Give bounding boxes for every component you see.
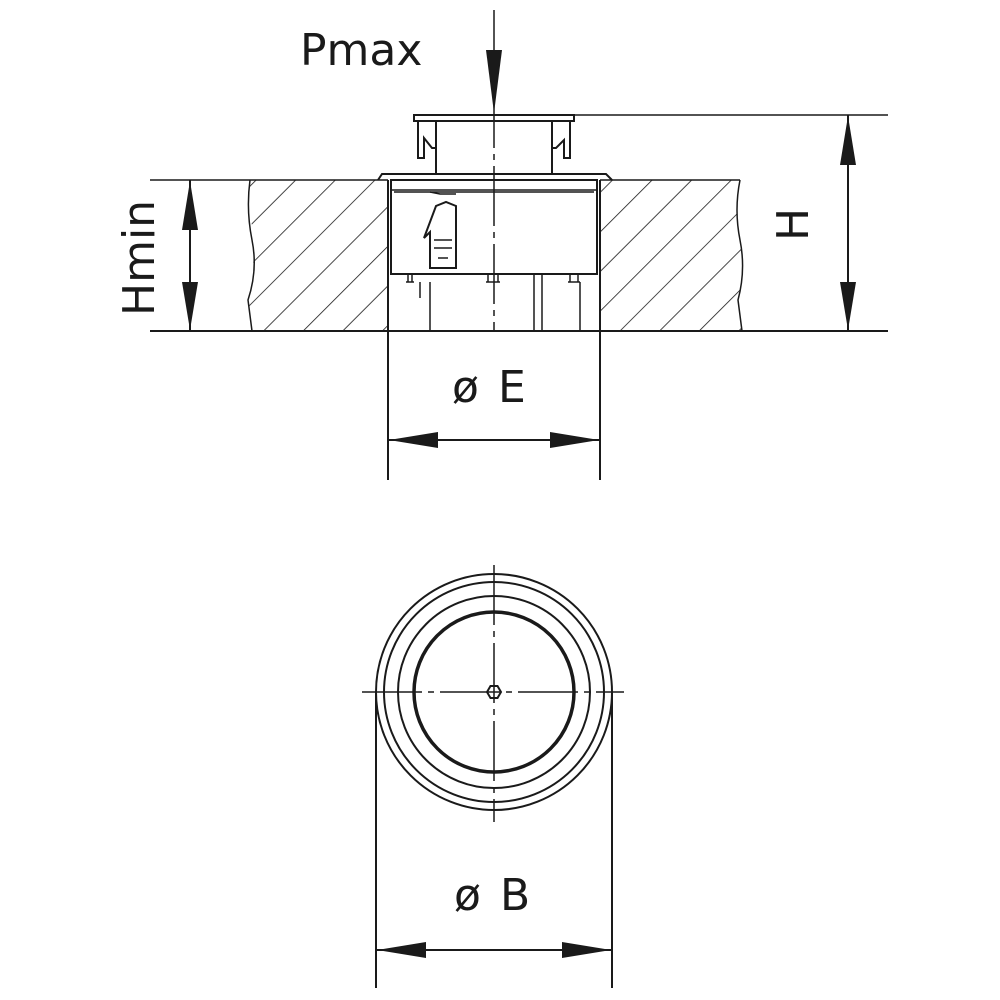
top-view: ø B [362,565,624,988]
pmax-label: Pmax [300,25,422,76]
e-dimension [388,432,600,448]
device-body [377,173,613,331]
section-view: Pmax H Hmin ø E [114,10,888,480]
hmin-label: Hmin [114,200,165,316]
hatched-surface-left [247,179,388,332]
b-label: B [500,870,530,921]
h-label: H [768,208,819,241]
e-label: E [498,362,526,413]
b-dimension [375,692,613,988]
b-diameter-symbol: ø [454,870,481,921]
pmax-arrow [486,50,502,113]
hmin-dimension [182,180,198,331]
e-diameter-symbol: ø [452,362,479,413]
hatched-surface-right [600,179,744,332]
h-dimension [574,114,888,331]
